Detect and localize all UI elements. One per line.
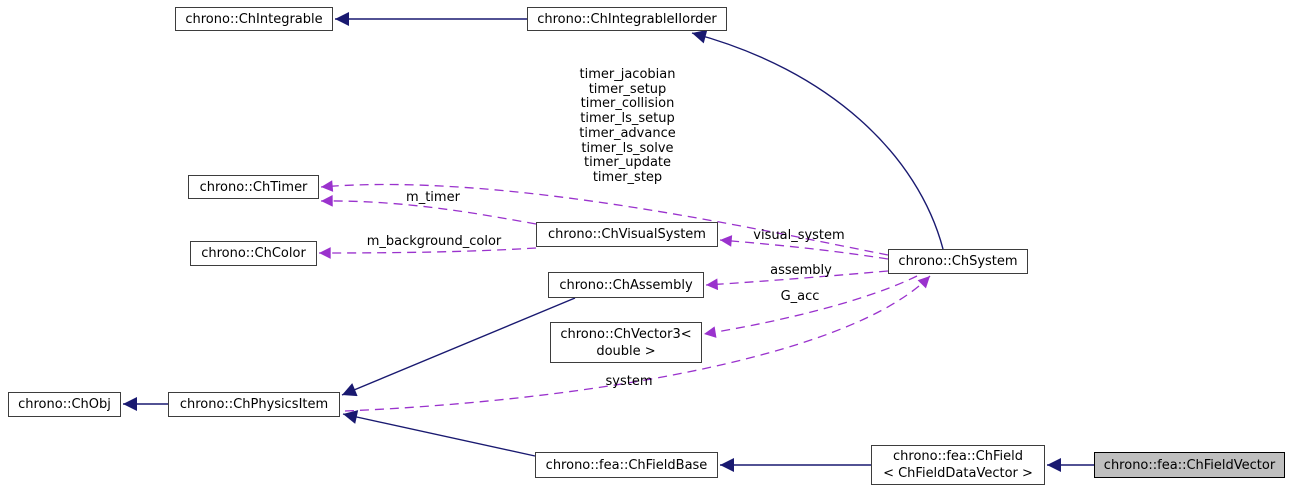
node-chcolor[interactable]: chrono::ChColor <box>190 241 317 266</box>
edge-label-visual-system: visual_system <box>753 228 845 243</box>
edge-usage-chphysicsitem-system-to-chsystem <box>344 275 931 412</box>
node-chvisualsystem[interactable]: chrono::ChVisualSystem <box>536 222 718 247</box>
edge-label-system: system <box>605 374 653 389</box>
node-chfieldbase[interactable]: chrono::fea::ChFieldBase <box>535 452 718 478</box>
node-chfield-chfielddatavector[interactable]: chrono::fea::ChField < ChFieldDataVector… <box>871 445 1045 485</box>
node-chintegrable[interactable]: chrono::ChIntegrable <box>175 7 333 31</box>
edge-usage-chsystem-gacc-to-chvector3 <box>703 275 918 338</box>
edge-inherit-chsystem-to-chintegrableiiorder <box>691 29 944 250</box>
edge-label-g-acc: G_acc <box>780 289 820 304</box>
node-chvector3-double[interactable]: chrono::ChVector3< double > <box>550 322 702 363</box>
edge-inherit-chassembly-to-chphysicsitem <box>341 297 576 397</box>
edge-usage-chsystem-visualsystem-to-chvisualsystem <box>719 235 889 260</box>
edge-usage-chvisualsystem-background-to-chcolor <box>318 247 537 259</box>
edge-label-m-background-color: m_background_color <box>366 234 502 249</box>
edge-label-assembly: assembly <box>770 263 832 278</box>
edge-usage-chsystem-assembly-to-chassembly <box>705 270 889 291</box>
node-chobj[interactable]: chrono::ChObj <box>8 392 121 417</box>
node-chfieldvector-current: chrono::fea::ChFieldVector <box>1094 452 1285 478</box>
edge-inherit-chfieldbase-to-chphysicsitem <box>342 410 536 457</box>
edge-label-m-timer: m_timer <box>406 190 460 205</box>
edge-usage-chvisualsystem-mtimer-to-chtimer <box>320 195 537 225</box>
node-chtimer[interactable]: chrono::ChTimer <box>188 175 319 199</box>
node-chsystem[interactable]: chrono::ChSystem <box>888 249 1028 274</box>
node-chintegrableiiorder[interactable]: chrono::ChIntegrableIIorder <box>527 7 727 31</box>
node-chassembly[interactable]: chrono::ChAssembly <box>548 272 704 298</box>
node-chphysicsitem[interactable]: chrono::ChPhysicsItem <box>168 392 340 417</box>
edge-usage-chsystem-timers-to-chtimer <box>320 180 889 256</box>
edge-label-timers: timer_jacobian timer_setup timer_collisi… <box>579 67 676 185</box>
